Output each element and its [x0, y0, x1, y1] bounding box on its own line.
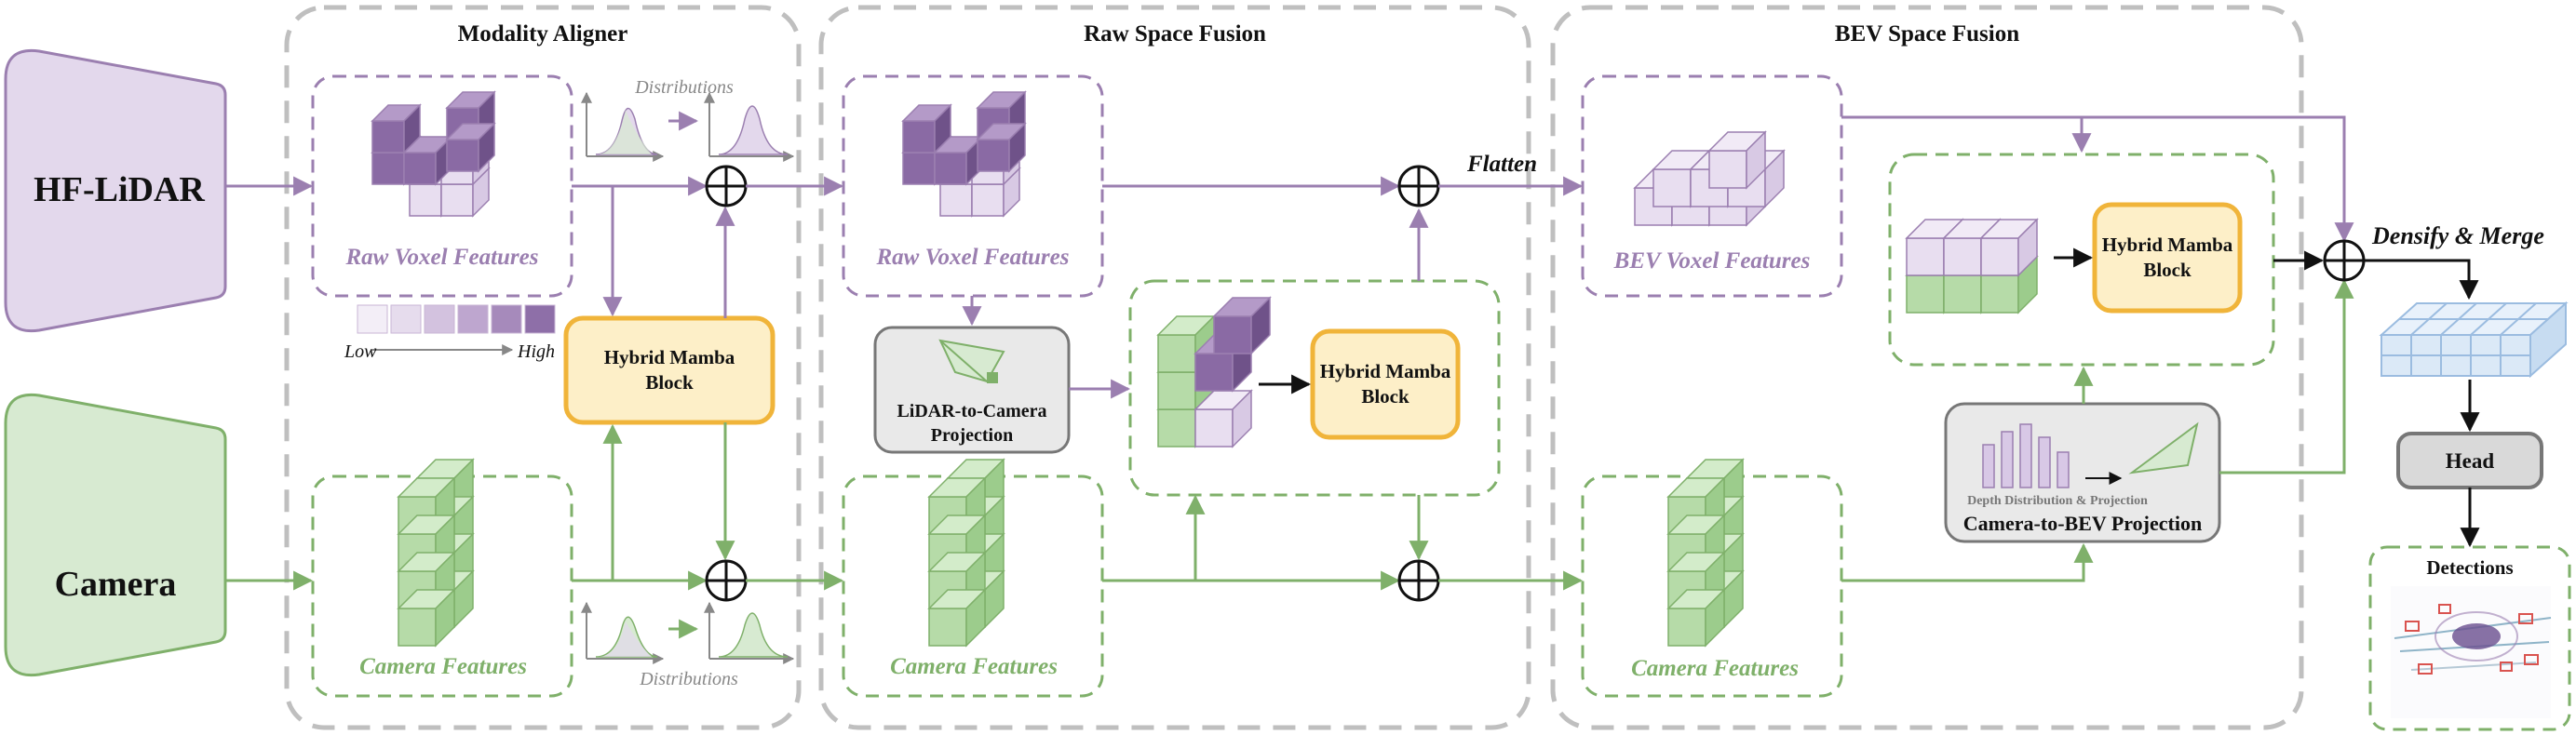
bev-camera-cell	[1666, 588, 1726, 648]
aligner-raw-voxel	[371, 103, 422, 154]
fusion-camera-cell	[927, 588, 987, 648]
fusion-camera-sum-node	[1397, 559, 1440, 602]
arrow-bev-camera-to-projection	[1841, 542, 2094, 582]
raw-space-fusion-stage	[818, 5, 1531, 730]
depth-distribution-icon	[1982, 421, 2199, 488]
camera-input	[4, 393, 227, 677]
densify-merge-sum-node	[2323, 239, 2366, 282]
flatten-label: Flatten	[1466, 152, 1537, 177]
bev-hybrid-mamba-block	[2092, 202, 2243, 314]
detections-point-cloud-image	[2391, 586, 2552, 718]
head-label: Head	[2446, 449, 2495, 473]
arrow-bev-voxel-top-route	[1841, 115, 2354, 243]
aligner-mamba-line2: Block	[645, 371, 694, 394]
aligner-raw-voxel	[445, 122, 496, 173]
aligner-raw-voxel	[402, 135, 453, 186]
dense-bev-grid	[2379, 301, 2569, 379]
distributions-label-bottom: Distributions	[639, 669, 738, 689]
hf-lidar-input	[4, 48, 227, 333]
projection-frustum-icon	[938, 339, 1005, 383]
aligner-lidar-sum-node	[705, 165, 748, 207]
distributions-label-top: Distributions	[634, 77, 734, 98]
bev-inner-lidar-voxel	[1979, 218, 2039, 277]
aligner-raw-voxel-label: Raw Voxel Features	[345, 245, 539, 270]
bev-voxel-label: BEV Voxel Features	[1613, 248, 1811, 274]
camera-to-bev-label: Camera-to-BEV Projection	[1963, 512, 2202, 535]
fusion-camera-label: Camera Features	[890, 654, 1058, 679]
detections-box	[2368, 545, 2571, 731]
arrow-merge-to-dense-grid	[2364, 259, 2479, 301]
low-label: Low	[344, 341, 377, 362]
fusion-raw-voxel	[901, 103, 952, 154]
fusion-mamba-line1: Hybrid Mamba	[1320, 360, 1451, 382]
bev-mamba-line2: Block	[2143, 259, 2192, 281]
bev-camera-label: Camera Features	[1631, 656, 1799, 681]
aligner-camera-sum-node	[705, 559, 748, 602]
fusion-mamba-line2: Block	[1361, 385, 1409, 408]
modality-aligner-title: Modality Aligner	[458, 21, 628, 47]
raw-space-fusion-title: Raw Space Fusion	[1084, 21, 1266, 47]
densify-merge-label: Densify & Merge	[2371, 222, 2544, 249]
feature-cube-illustrations	[371, 90, 2039, 648]
bev-space-fusion-title: BEV Space Fusion	[1835, 21, 2019, 47]
inner-lidar-voxel	[1194, 389, 1253, 448]
aligner-camera-cell	[397, 588, 456, 648]
flatten-sum-node	[1397, 165, 1440, 207]
detections-label: Detections	[2426, 556, 2513, 579]
aligner-hybrid-mamba-block	[563, 315, 775, 425]
depth-distribution-label: Depth Distribution & Projection	[1967, 494, 2148, 508]
arrow-projection-to-merge	[2219, 278, 2354, 474]
fusion-hybrid-mamba-block	[1310, 328, 1461, 440]
modality-aligner-stage	[284, 5, 802, 730]
bev-voxel	[1707, 130, 1767, 190]
aligner-mamba-line1: Hybrid Mamba	[604, 346, 735, 368]
hf-lidar-label: HF-LiDAR	[34, 170, 205, 209]
fusion-inner-box	[1128, 279, 1501, 497]
inner-lidar-voxel	[1212, 296, 1272, 355]
bev-space-fusion-stage	[1550, 5, 2304, 730]
fusion-raw-voxel-label: Raw Voxel Features	[876, 245, 1070, 270]
lidar-distribution-charts	[581, 91, 795, 162]
camera-label: Camera	[55, 565, 177, 604]
fusion-raw-voxel	[976, 122, 1027, 173]
aligner-camera-label: Camera Features	[359, 654, 527, 679]
high-label: High	[517, 341, 555, 362]
lidar-to-camera-line1: LiDAR-to-Camera	[897, 401, 1046, 421]
lidar-to-camera-line2: Projection	[931, 425, 1014, 446]
low-high-gradient-bar	[357, 304, 556, 355]
camera-distribution-charts	[581, 601, 795, 664]
bev-mamba-line1: Hybrid Mamba	[2102, 234, 2233, 256]
